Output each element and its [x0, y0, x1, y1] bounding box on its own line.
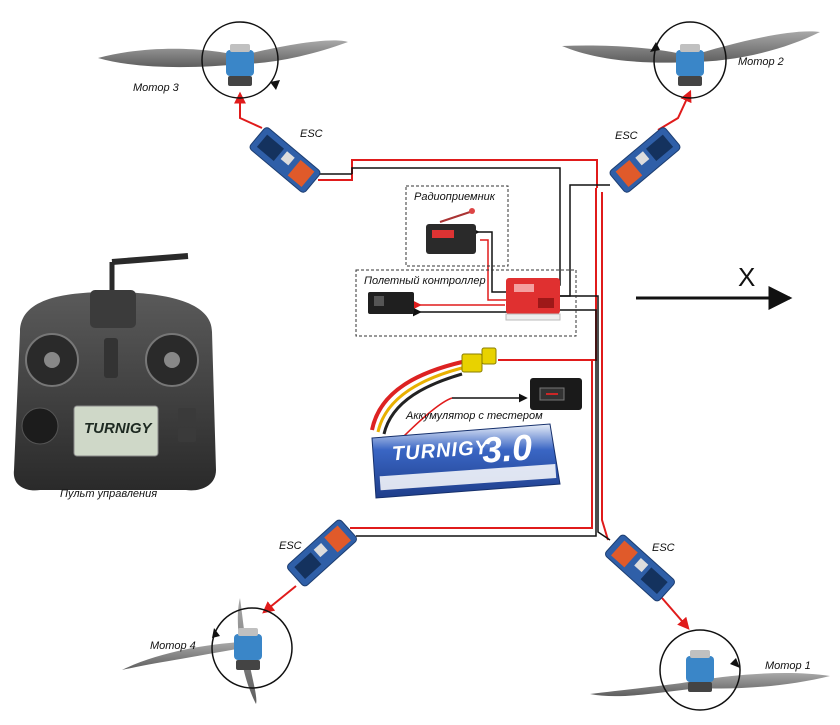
label-transmitter: Пульт управления — [60, 488, 158, 500]
label-motor-2: Мотор 2 — [738, 56, 784, 68]
label-esc-2: ESC — [615, 130, 638, 142]
propeller — [237, 598, 257, 704]
esc-2 — [609, 127, 681, 193]
rotation-arrow-icon — [653, 21, 727, 99]
wiring — [234, 89, 692, 630]
transmitter-screen — [73, 405, 159, 457]
motor-3 — [98, 21, 348, 99]
label-motor-4: Мотор 4 — [150, 640, 196, 652]
esc-3 — [249, 127, 321, 193]
rotation-arrow-icon — [659, 629, 741, 711]
battery — [371, 347, 561, 499]
rotation-arrow-icon — [211, 607, 293, 689]
battery-capacity-print: 3.0 — [480, 426, 534, 471]
battery-tester — [530, 378, 582, 410]
propeller — [98, 40, 348, 68]
label-esc-4: ESC — [279, 540, 302, 552]
flight-controller — [506, 278, 560, 314]
propeller — [562, 31, 820, 63]
label-battery: Аккумулятор с тестером — [406, 410, 543, 422]
label-esc-1: ESC — [652, 542, 675, 554]
transmitter-screen-brand: TURNIGY — [84, 420, 152, 437]
receiver-group — [405, 185, 509, 267]
label-direction-x: X — [738, 262, 756, 292]
dpad — [21, 407, 59, 445]
rotation-arrow-icon — [201, 21, 279, 99]
label-receiver: Радиоприемник — [414, 191, 495, 203]
label-motor-1: Мотор 1 — [765, 660, 811, 672]
receiver — [426, 224, 476, 254]
label-esc-3: ESC — [300, 128, 323, 140]
flight-controller-group — [355, 269, 577, 337]
motor-2 — [562, 21, 820, 99]
esc-1 — [605, 534, 675, 602]
motor-1 — [590, 629, 830, 711]
transmitter — [13, 253, 217, 491]
esc-4 — [287, 519, 357, 587]
label-flight-controller: Полетный контроллер — [364, 275, 486, 287]
label-motor-3: Мотор 3 — [133, 82, 179, 94]
motor-4 — [122, 598, 293, 704]
